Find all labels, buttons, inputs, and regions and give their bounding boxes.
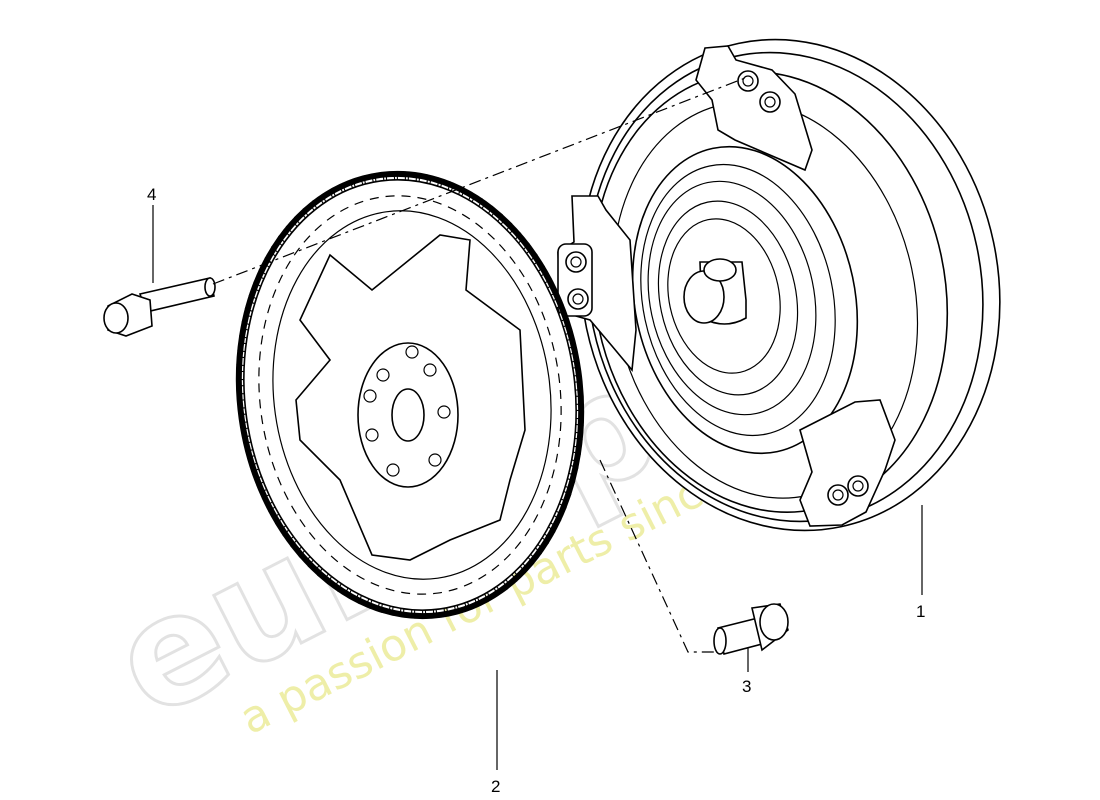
callout-label-4: 4	[147, 185, 156, 204]
assembly-lines	[212, 77, 746, 653]
callouts: 1 2 3 4	[147, 185, 925, 796]
callout-label-1: 1	[916, 602, 925, 621]
bolt-lower[interactable]	[713, 603, 789, 655]
bolt-upper[interactable]	[103, 277, 216, 337]
callout-label-3: 3	[742, 677, 751, 696]
torque-converter[interactable]	[535, 0, 1045, 570]
callout-label-2: 2	[491, 777, 500, 796]
drive-plate[interactable]	[211, 152, 609, 639]
